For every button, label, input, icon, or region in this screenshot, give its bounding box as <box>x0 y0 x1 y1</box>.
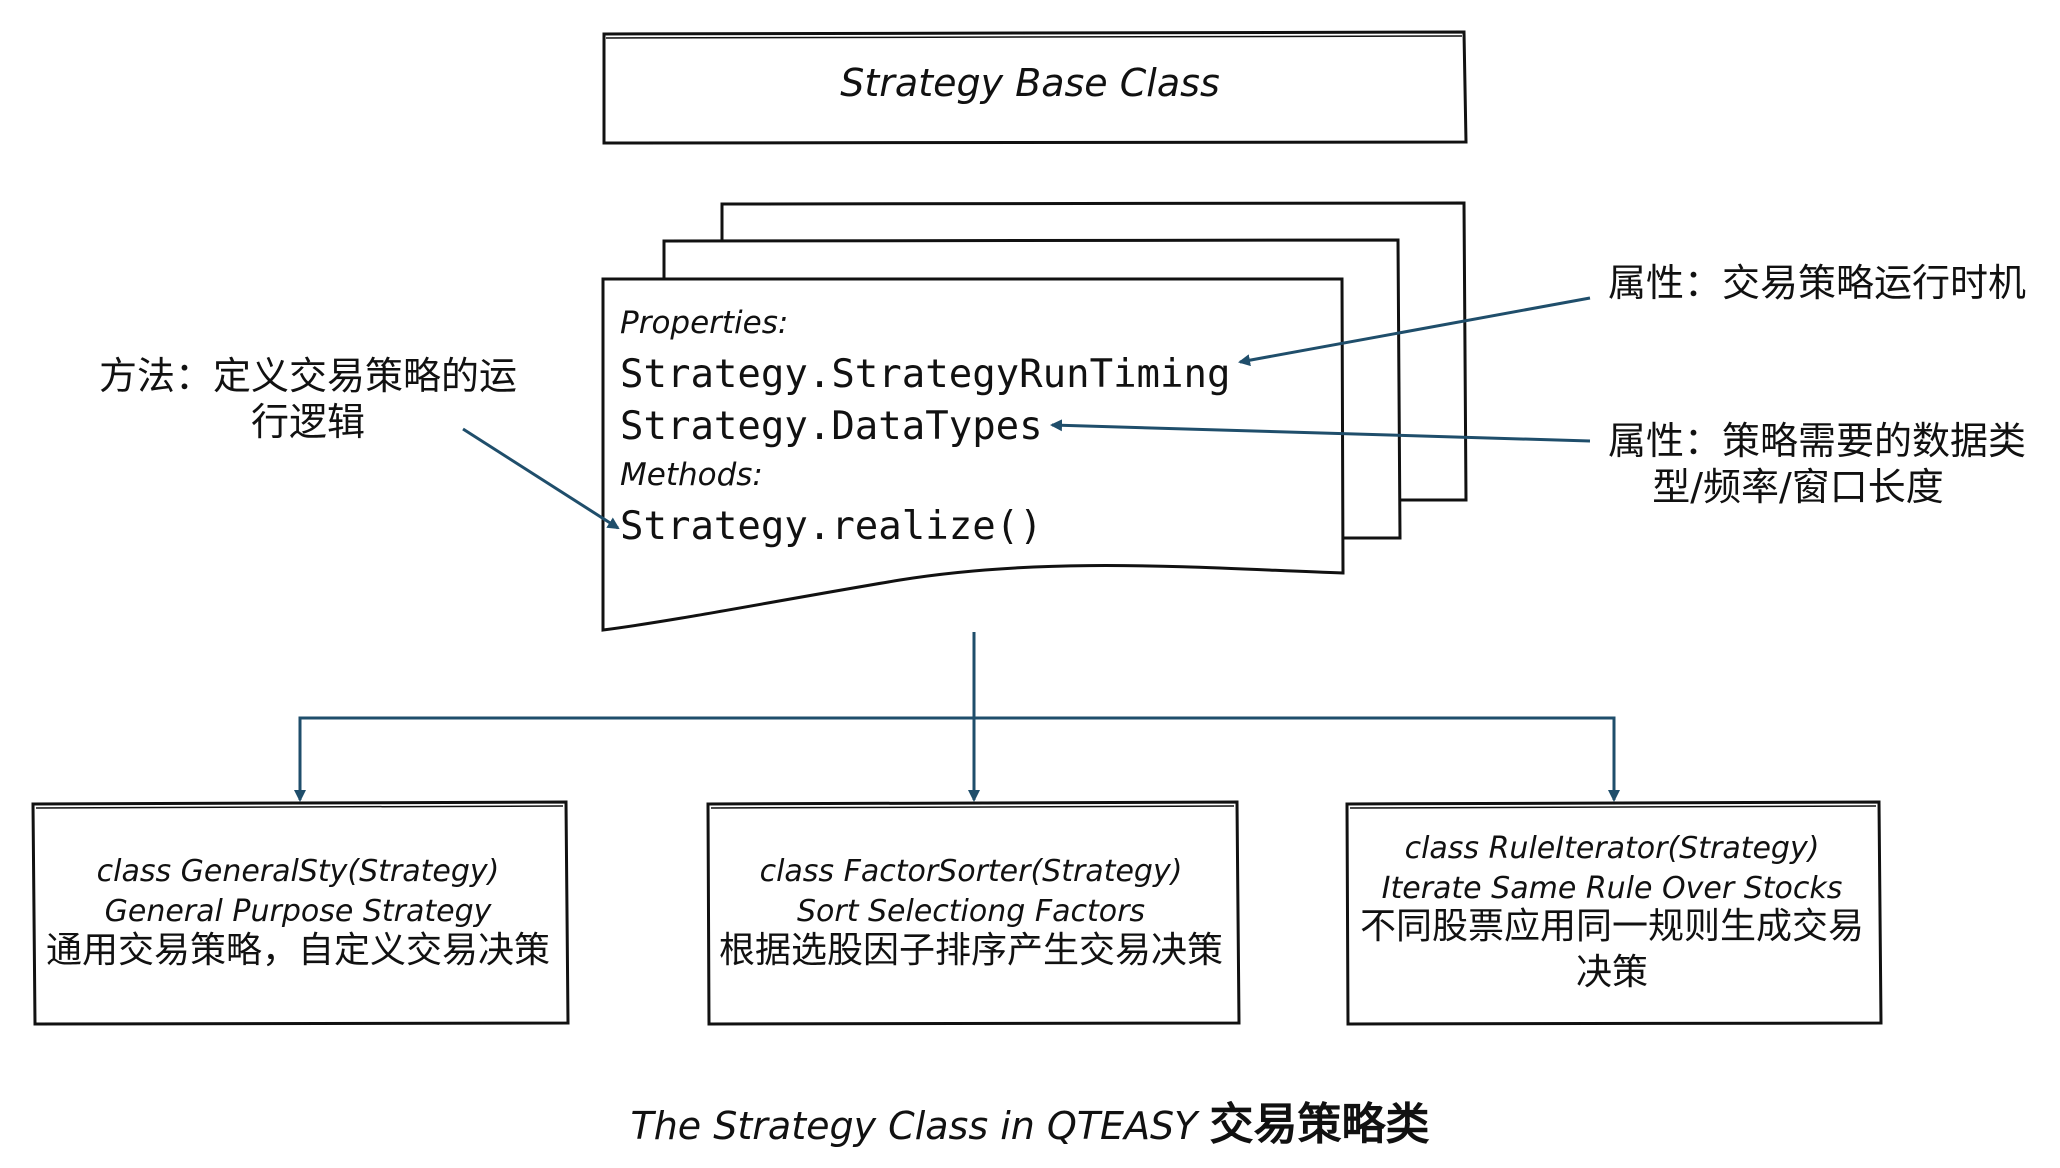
subclass-factorsorter-zh: 根据选股因子排序产生交易决策 <box>718 930 1224 971</box>
caption-zh: 交易策略类 <box>1209 1099 1430 1150</box>
base-class-box <box>602 30 1468 145</box>
subclass-generalsty-zh: 通用交易策略，自定义交易决策 <box>45 930 551 971</box>
arrow-property-1-annotation <box>1238 296 1591 367</box>
base-class-title: Strategy Base Class <box>840 61 1220 105</box>
subclass-box-generalsty <box>31 800 570 1026</box>
property-2-annotation-line1: 属性：策略需要的数据类 <box>1608 419 2027 463</box>
property-1-annotation: 属性：交易策略运行时机 <box>1608 261 2027 305</box>
subclass-box-ruleiterator <box>1345 800 1883 1026</box>
method-annotation-line1: 方法：定义交易策略的运 <box>98 354 518 398</box>
subclass-factorsorter-description: Sort Selectiong Factors <box>796 894 1146 929</box>
subclass-ruleiterator-name: class RuleIterator(Strategy) <box>1404 831 1820 866</box>
subclass-ruleiterator-zh-line1: 不同股票应用同一规则生成交易 <box>1359 906 1865 947</box>
property-data-types: Strategy.DataTypes <box>620 404 1043 449</box>
connector-horizontal-bar <box>298 716 1616 800</box>
subclass-ruleiterator-description: Iterate Same Rule Over Stocks <box>1381 871 1843 906</box>
arrow-method-annotation <box>462 427 620 530</box>
subclass-ruleiterator-zh-line2: 决策 <box>1575 952 1649 993</box>
property-run-timing: Strategy.StrategyRunTiming <box>620 352 1231 397</box>
subclass-box-factorsorter <box>706 800 1241 1026</box>
caption-en: The Strategy Class in QTEASY <box>630 1104 1198 1148</box>
method-annotation-line2: 行逻辑 <box>250 400 366 444</box>
figure-caption: The Strategy Class in QTEASY 交易策略类 <box>630 1099 1430 1151</box>
methods-label: Methods: <box>620 457 763 493</box>
subclass-generalsty-name: class GeneralSty(Strategy) <box>96 854 500 889</box>
property-2-annotation-line2: 型/频率/窗口长度 <box>1652 465 1944 509</box>
method-realize: Strategy.realize() <box>620 504 1043 549</box>
strategy-card-front <box>601 277 1345 632</box>
subclass-factorsorter-name: class FactorSorter(Strategy) <box>759 854 1183 889</box>
properties-label: Properties: <box>620 305 789 341</box>
subclass-generalsty-description: General Purpose Strategy <box>104 894 492 929</box>
arrow-property-2-annotation <box>1050 419 1591 443</box>
